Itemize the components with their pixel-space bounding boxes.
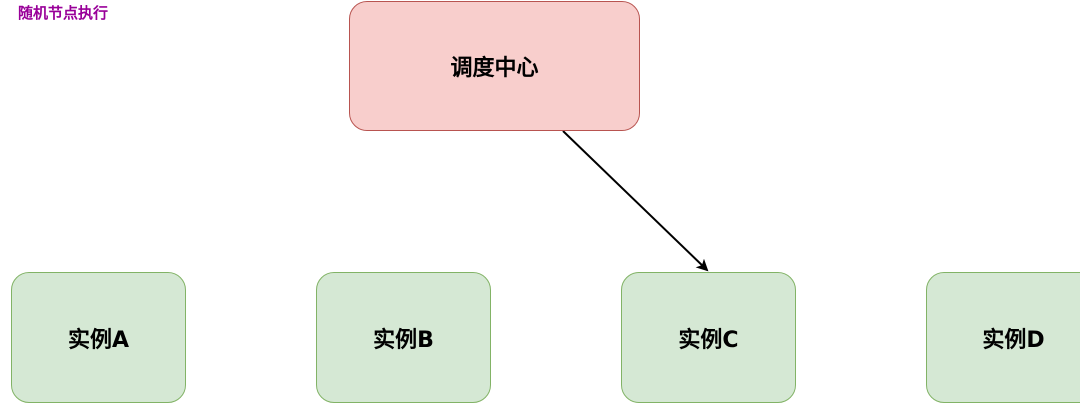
instance-d-label: 实例D <box>982 327 1045 353</box>
scheduler-node[interactable]: 调度中心 <box>349 1 640 131</box>
arrow-scheduler-to-instance-c <box>562 130 709 272</box>
instance-b-label: 实例B <box>373 327 434 353</box>
instance-a-label: 实例A <box>67 327 130 353</box>
instance-b-node[interactable]: 实例B <box>316 272 491 403</box>
instance-a-node[interactable]: 实例A <box>11 272 186 403</box>
instance-c-label: 实例C <box>678 327 739 353</box>
instance-c-node[interactable]: 实例C <box>621 272 796 403</box>
instance-d-node[interactable]: 实例D <box>926 272 1080 403</box>
scheduler-label: 调度中心 <box>450 56 539 81</box>
diagram-caption: 随机节点执行 <box>18 4 109 22</box>
